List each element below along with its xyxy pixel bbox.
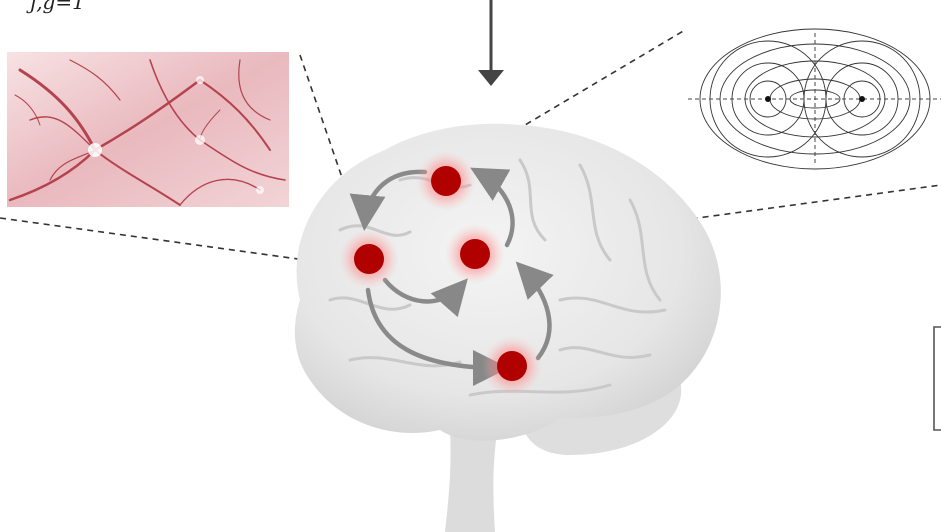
offscreen-panel-frame bbox=[934, 327, 941, 430]
node-bottom bbox=[482, 336, 542, 396]
neuron-micrograph-icon bbox=[7, 52, 289, 207]
node-center bbox=[445, 224, 505, 284]
dipole-field-lines-icon bbox=[688, 29, 941, 169]
brain-illustration bbox=[295, 124, 721, 532]
arrow-down-icon bbox=[478, 0, 504, 86]
node-top bbox=[416, 151, 476, 211]
node-left bbox=[339, 229, 399, 289]
